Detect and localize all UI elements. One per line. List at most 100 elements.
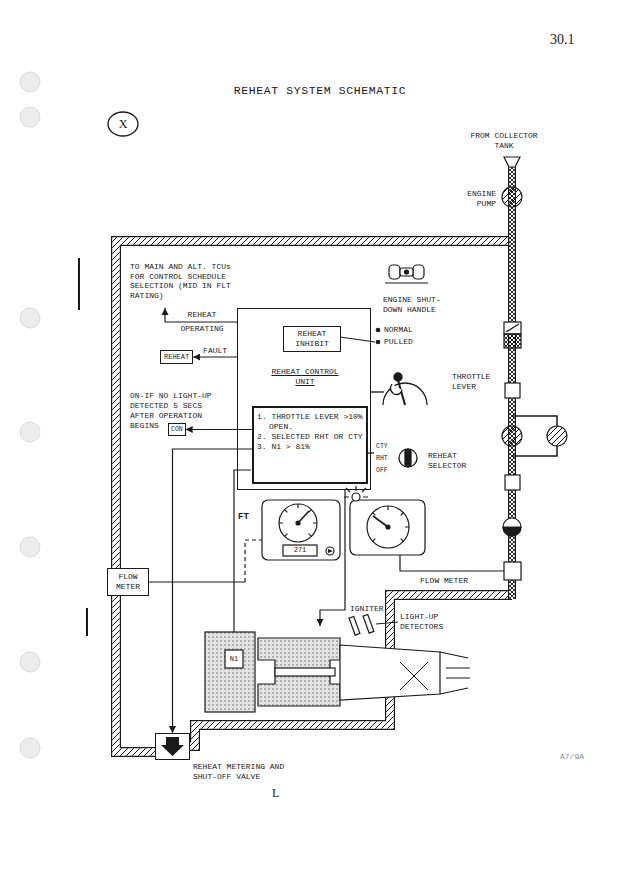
- engine-illustration-part: [258, 638, 340, 706]
- punch-holes: [20, 72, 40, 758]
- margin-bar-part: [86, 608, 88, 636]
- fuel-pipe-part: [116, 241, 509, 752]
- selector-position: OFF: [376, 466, 388, 476]
- ft-gauge-part: [283, 545, 317, 556]
- shutdown-handle-icon: [385, 265, 428, 283]
- nozzle-gauge: [344, 486, 425, 555]
- signal-wire-part: [234, 470, 251, 650]
- punch-holes-part: [20, 308, 40, 328]
- signal-wire-part: [320, 490, 345, 626]
- throttle-lever-icon-part: [394, 373, 402, 381]
- signal-wire-part: [400, 555, 504, 571]
- punch-holes-part: [20, 107, 40, 127]
- signal-connector: [193, 356, 237, 357]
- inhibit-box: REHEAT INHIBIT: [283, 326, 341, 352]
- fuel-components-part: [502, 426, 522, 446]
- ft-gauge-part: [328, 549, 333, 553]
- engine-illustration-part: [340, 645, 440, 700]
- selector-position: RHT: [376, 454, 388, 464]
- flow-meter-box: FLOW METER: [107, 568, 149, 596]
- shutdown-handle-icon-part: [385, 282, 428, 283]
- punch-holes-part: [20, 422, 40, 442]
- fuel-components: [502, 157, 567, 580]
- shutdown-handle-icon-part: [405, 270, 409, 274]
- punch-holes-part: [20, 72, 40, 92]
- component-label: ENGINE PUMP: [456, 189, 496, 209]
- margin-mark: X: [115, 117, 131, 131]
- connector-label: FAULT: [202, 346, 228, 355]
- engine-illustration-part: [363, 615, 374, 634]
- fuel-components-part: [505, 475, 520, 490]
- engine-illustration-part: [400, 662, 428, 690]
- engine-illustration-part: [275, 668, 335, 676]
- ft-gauge-part: [326, 547, 334, 555]
- valve-label: REHEAT METERING AND SHUT-OFF VALVE: [193, 762, 285, 782]
- fuel-components-part: [504, 322, 521, 334]
- fuel-components-part: [547, 426, 567, 446]
- fuel-components-part: [503, 527, 521, 536]
- fuel-pipe-part: [190, 595, 512, 746]
- signal-label: REHEAT OPERATING: [176, 308, 228, 336]
- valve-box: REHEAT METERING AND SHUT-OFF VALVE: [155, 733, 190, 760]
- page-title: REHEAT SYSTEM SCHEMATIC: [190, 84, 450, 97]
- ft-gauge: [262, 500, 340, 560]
- throttle-lever-icon-part: [371, 391, 384, 392]
- condition-item: 1. THROTTLE LEVER >10% OPEN.: [257, 412, 363, 432]
- fuel-pipe-part: [190, 595, 512, 746]
- inhibit-switch-part: [376, 328, 380, 332]
- switch-position: PULLED: [384, 337, 413, 347]
- box-text: REHEAT INHIBIT: [288, 329, 336, 349]
- fault-lamp-box: REHEAT: [160, 350, 193, 364]
- nozzle-gauge-part: [344, 486, 368, 497]
- throttle-lever-icon: [371, 373, 427, 405]
- fuel-pipe-part: [190, 595, 512, 746]
- fuel-components-part: [506, 324, 519, 332]
- fuel-pipe: [116, 167, 512, 752]
- circle-mark: [108, 112, 138, 136]
- condition-box: 1. THROTTLE LEVER >10% OPEN.2. SELECTED …: [252, 406, 368, 484]
- component-label: REHEAT SELECTOR: [428, 451, 478, 471]
- fuel-components-part: [502, 187, 522, 207]
- component-label: IGNITER: [350, 604, 384, 614]
- engine-illustration-part: [349, 617, 360, 636]
- nozzle-gauge-part: [367, 506, 409, 548]
- signal-wire-part: [149, 581, 245, 582]
- fuel-pipe-part: [116, 241, 509, 752]
- engine-illustration-part: [225, 650, 243, 668]
- signal-connector: [173, 449, 253, 733]
- ft-gauge-part: [262, 500, 340, 560]
- fuel-components-part: [503, 518, 521, 536]
- gauge-label: FT: [238, 512, 249, 522]
- signal-wire: [149, 470, 504, 650]
- condition-item: 3. N1 > 81%: [257, 442, 363, 452]
- ft-gauge-part: [296, 521, 300, 525]
- signal-note: TO MAIN AND ALT. TCUs FOR CONTROL SCHEDU…: [130, 262, 246, 300]
- nozzle-gauge-part: [386, 525, 390, 529]
- throttle-lever-icon-part: [390, 384, 402, 395]
- punch-holes-part: [20, 738, 40, 758]
- signal-wire-part: [245, 540, 262, 582]
- punch-holes-part: [20, 537, 40, 557]
- punch-holes-part: [20, 652, 40, 672]
- condition-item: 2. SELECTED RHT OR CTY: [257, 432, 363, 442]
- component-label: LIGHT-UP DETECTORS: [400, 612, 456, 632]
- selector-position: CTY: [376, 442, 388, 452]
- switch-position: NORMAL: [384, 325, 413, 335]
- inhibit-switch-part: [340, 337, 375, 342]
- shutdown-handle-icon-part: [413, 265, 424, 279]
- counter-reading: 271: [285, 546, 315, 555]
- nozzle-gauge-part: [352, 493, 360, 501]
- engine-illustration-part: [376, 622, 398, 624]
- margin-bar: [78, 258, 88, 636]
- component-label: ENGINE SHUT-DOWN HANDLE: [383, 295, 445, 315]
- con-lamp-box: CON: [168, 423, 186, 436]
- signal-connector: [186, 429, 252, 430]
- control-unit-box: REHEAT CONTROL UNITREHEAT INHIBIT1. THRO…: [237, 308, 371, 490]
- nozzle-gauge-part: [373, 516, 388, 527]
- fuel-components-part: [505, 383, 520, 398]
- valve-symbol-part: [161, 737, 184, 756]
- margin-bar-part: [78, 258, 80, 310]
- box-text: FLOW METER: [110, 572, 146, 592]
- box-text: REHEAT: [164, 352, 189, 362]
- fuel-components-part: [504, 562, 521, 580]
